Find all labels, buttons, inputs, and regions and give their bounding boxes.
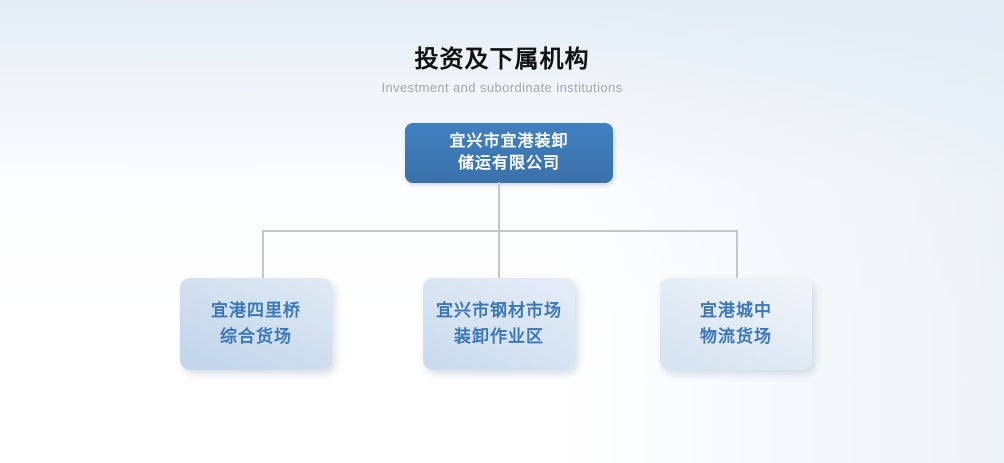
page-title: 投资及下属机构 — [414, 46, 590, 73]
org-node-label-line1: 宜港四里桥 — [211, 301, 301, 320]
section-header: 投资及下属机构 Investment and subordinate insti… — [0, 46, 1004, 95]
org-node-chengzhong-logistics-yard: 宜港城中 物流货场 — [660, 278, 812, 370]
org-node-label-line2: 物流货场 — [700, 327, 772, 346]
connector-child3-vertical — [736, 230, 738, 278]
connector-root-vertical — [498, 182, 500, 232]
page-subtitle: Investment and subordinate institutions — [381, 80, 623, 95]
org-node-root: 宜兴市宜港装卸 储运有限公司 — [405, 123, 613, 183]
connector-child1-vertical — [262, 230, 264, 278]
org-node-label-line1: 宜港城中 — [700, 301, 772, 320]
org-node-root-label-line2: 储运有限公司 — [457, 155, 560, 172]
org-node-silliqiao-yard: 宜港四里桥 综合货场 — [180, 278, 332, 370]
org-node-label-line2: 装卸作业区 — [454, 327, 544, 346]
connector-child2-vertical — [498, 230, 500, 278]
org-node-label-line2: 综合货场 — [220, 327, 292, 346]
connector-horizontal — [262, 230, 738, 232]
org-node-label-line1: 宜兴市钢材市场 — [436, 301, 562, 320]
org-node-root-label-line1: 宜兴市宜港装卸 — [449, 133, 569, 150]
org-node-steel-market-area: 宜兴市钢材市场 装卸作业区 — [423, 278, 575, 370]
